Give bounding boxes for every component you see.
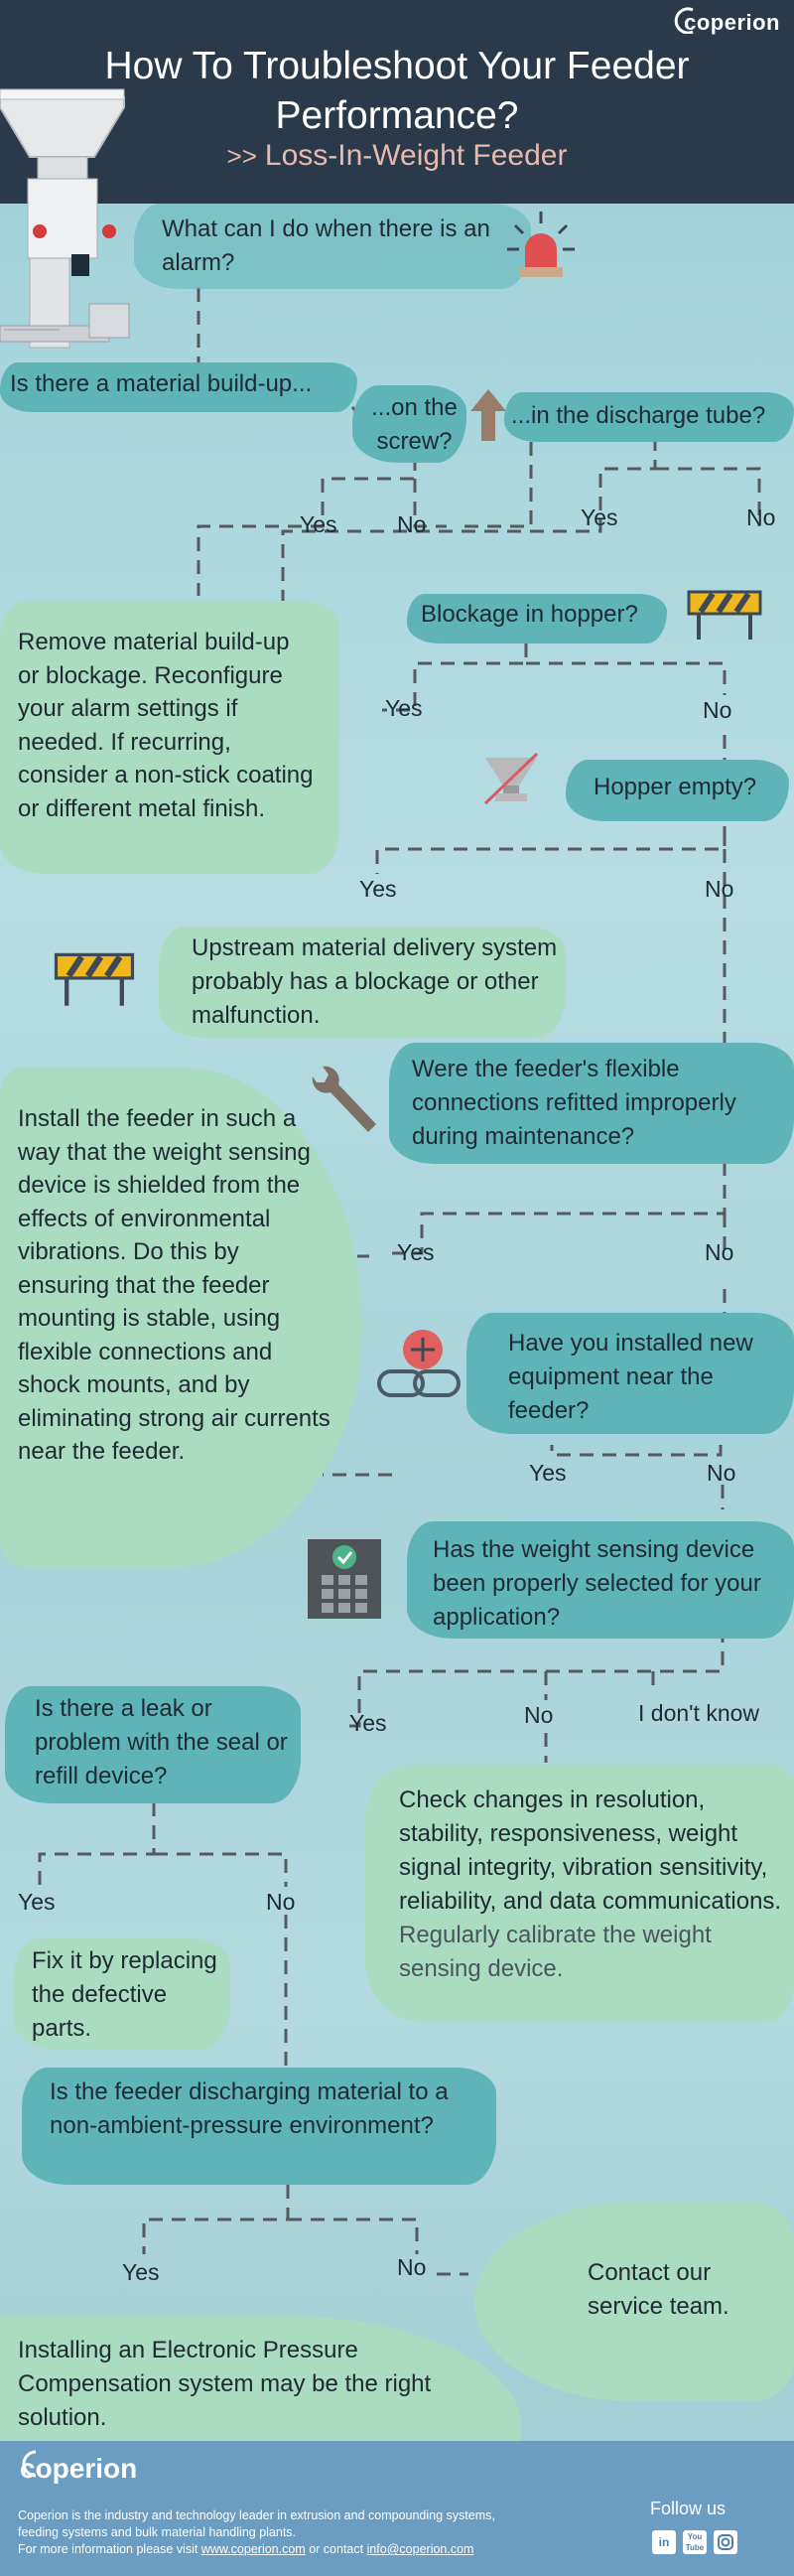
barrier-icon [687,590,762,640]
check-changes-box [365,1766,794,2022]
contact-team-box [474,2203,794,2401]
fix-parts-box [14,1938,230,2050]
check-changes-text: Check changes in resolution, stability, … [399,1787,782,1915]
buildup-question: Is there a material build-up... [10,370,313,397]
footer-visit-text: For more information please visit [18,2542,198,2556]
label-no: No [266,1889,296,1915]
footer-line-2: feeding systems and bulk material handli… [18,2525,297,2539]
on-screw: ...on the screw? [371,394,458,455]
label-no: No [524,1702,554,1728]
remove-buildup: Remove material build-up or blockage. Re… [18,629,314,822]
calibrate-text: Regularly calibrate the weight sensing d… [399,1922,712,1982]
non-ambient-box [22,2068,496,2185]
coperion-logo-icon [674,7,694,34]
contact-team: Contact our service team. [588,2259,729,2320]
install-feeder-box [0,1068,362,1569]
label-no: No [703,697,732,723]
page-title: How To Troubleshoot Your Feeder Performa… [0,42,794,141]
hopper-empty: Hopper empty? [594,774,757,800]
label-yes: Yes [581,504,618,530]
label-no: No [705,1239,734,1265]
weight-sensing: Has the weight sensing device been prope… [433,1536,761,1631]
arrow-up-icon [470,389,506,441]
install-feeder: Install the feeder in such a way that th… [18,1105,331,1465]
upstream-blockage: Upstream material delivery system probab… [192,934,558,1029]
label-no: No [397,511,427,537]
alarm-question-box [134,204,531,289]
label-no: No [707,1460,736,1486]
wrench-icon [312,1066,376,1132]
alarm-siren-icon [507,212,575,277]
flexible-connections-box [389,1043,794,1164]
new-equipment: Have you installed new equipment near th… [508,1330,753,1424]
double-chevron-icon: >> [226,141,257,171]
feeder-machine-icon [0,88,130,349]
barrier-icon [54,952,135,1006]
subtitle-text: Loss-In-Weight Feeder [264,139,568,172]
label-yes: Yes [122,2259,160,2285]
instagram-glyph-icon [718,2534,733,2550]
label-yes: Yes [300,511,337,537]
email-link[interactable]: info@coperion.com [366,2542,474,2556]
buildup-question-box [0,362,357,412]
instagram-icon[interactable] [714,2530,737,2554]
weight-sensor-icon [308,1539,381,1619]
discharge-tube-box [504,392,794,442]
label-yes: Yes [397,1239,435,1265]
fix-parts: Fix it by replacing the defective parts. [32,1947,217,2042]
on-screw-box [352,385,466,463]
in-discharge-tube: ...in the discharge tube? [511,402,766,429]
label-i-dont-know: I don't know [638,1700,760,1726]
pressure-solution: Installing an Electronic Pressure Compen… [18,2337,432,2431]
remove-buildup-box [0,601,339,874]
leak-question: Is there a leak or problem with the seal… [35,1695,288,1789]
label-no: No [746,504,776,530]
blockage-hopper-box [407,594,667,644]
label-no: No [397,2254,427,2280]
page-subtitle: >>Loss-In-Weight Feeder [0,139,794,173]
upstream-blockage-box [159,927,566,1038]
leak-question-box [5,1686,301,1803]
footer-brand[interactable]: coperion [20,2453,138,2484]
label-yes: Yes [359,876,397,902]
new-equipment-box [466,1313,794,1434]
empty-hopper-icon [483,752,539,805]
alarm-question: What can I do when there is an alarm? [162,215,490,276]
header-banner [0,0,794,204]
footer-text: Coperion is the industry and technology … [18,2507,574,2558]
weight-sensing-box [407,1521,794,1639]
label-yes: Yes [18,1889,56,1915]
title-text: How To Troubleshoot Your Feeder Performa… [104,45,690,137]
flexible-connections: Were the feeder's flexible connections r… [412,1056,736,1150]
footer-line-1: Coperion is the industry and technology … [18,2508,495,2522]
label-no: No [705,876,734,902]
linkedin-icon[interactable]: in [652,2530,676,2554]
check-changes: Check changes in resolution, stability, … [399,1784,791,1986]
website-link[interactable]: www.coperion.com [200,2542,306,2556]
label-yes: Yes [349,1710,387,1736]
new-equipment-icon [377,1330,461,1397]
coperion-logo-icon [22,2450,37,2478]
follow-us-label: Follow us [650,2499,727,2518]
brand-logo[interactable]: coperion [684,10,780,35]
label-yes: Yes [529,1460,567,1486]
footer-line-3: For more information please visit www.co… [18,2541,574,2558]
footer-contact-text: or contact [309,2542,364,2556]
non-ambient: Is the feeder discharging material to a … [50,2078,449,2139]
hopper-empty-box [566,760,789,821]
label-yes: Yes [385,695,423,721]
blockage-hopper: Blockage in hopper? [421,601,638,628]
